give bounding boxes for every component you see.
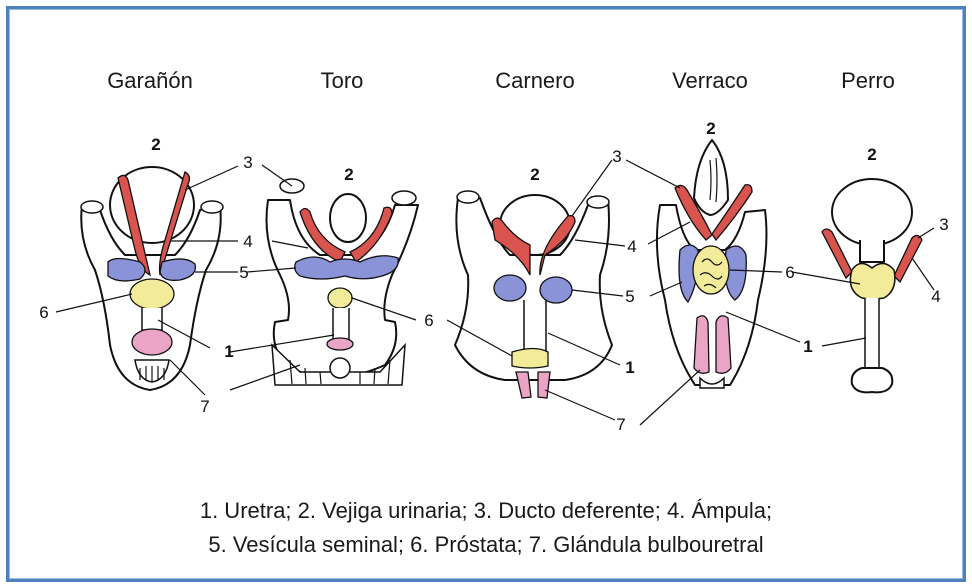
ram-right-vesicle <box>540 277 572 303</box>
bull-urethra <box>333 308 349 340</box>
stallion-label-2: 2 <box>151 135 160 154</box>
boar-label-1: 1 <box>803 337 812 356</box>
ram-label-1: 1 <box>625 358 634 377</box>
title-carnero: Carnero <box>495 68 574 93</box>
dog-label-4: 4 <box>931 287 940 306</box>
stallion-label-1: 1 <box>224 342 233 361</box>
dog-label-2: 2 <box>867 145 876 164</box>
title-perro: Perro <box>841 68 895 93</box>
ram-label-5: 5 <box>625 287 634 306</box>
stallion-label-3: 3 <box>243 153 252 172</box>
ram-label-3: 3 <box>612 147 621 166</box>
ram-label-4: 4 <box>627 237 636 256</box>
dog-bladder-neck <box>860 240 884 262</box>
bull-bladder <box>330 194 366 242</box>
stallion-label-4: 4 <box>243 232 252 251</box>
stallion-label-6: 6 <box>39 303 48 322</box>
boar-label-6: 6 <box>785 263 794 282</box>
ram-label-7: 7 <box>616 415 625 434</box>
ram-label-2: 2 <box>530 165 539 184</box>
bull-seminal-vesicles <box>295 256 399 279</box>
bull-bulb <box>330 358 350 378</box>
dog-urethra <box>865 298 879 368</box>
bull-bulbourethral <box>327 338 353 350</box>
ram-left-duct-end <box>457 191 479 203</box>
bull-label-2: 2 <box>344 165 353 184</box>
ram-diagram <box>455 191 612 398</box>
ram-left-vesicle <box>494 275 526 301</box>
stallion-left-vesicle <box>108 259 145 281</box>
dog-bladder <box>832 179 912 245</box>
bull-right-duct-end <box>392 191 416 205</box>
bull-label-6: 6 <box>424 311 433 330</box>
ram-right-duct-end <box>587 196 609 208</box>
stallion-diagram <box>81 167 223 390</box>
bull-diagram <box>267 179 419 385</box>
boar-diagram <box>657 140 767 388</box>
stallion-label-5: 5 <box>239 263 248 282</box>
title-garanon: Garañón <box>107 68 193 93</box>
title-verraco: Verraco <box>672 68 748 93</box>
bull-prostate <box>328 288 352 308</box>
stallion-bulbourethral <box>132 329 172 355</box>
ram-urethra <box>524 300 546 352</box>
boar-pelvic-outline <box>657 205 767 385</box>
caption-line-2: 5. Vesícula seminal; 6. Próstata; 7. Glá… <box>0 532 972 558</box>
stallion-left-duct-end <box>81 201 103 213</box>
boar-prostate <box>693 246 729 294</box>
stallion-right-duct-end <box>201 201 223 213</box>
caption-line-1: 1. Uretra; 2. Vejiga urinaria; 3. Ducto … <box>0 498 972 524</box>
ram-prostate <box>512 349 548 369</box>
stallion-urethra <box>142 308 162 330</box>
dog-bulb <box>852 368 893 392</box>
dog-prostate <box>850 263 895 299</box>
dog-diagram <box>822 179 922 392</box>
stallion-prostate <box>130 279 174 309</box>
dog-right-ductus <box>894 235 922 282</box>
dog-label-3: 3 <box>939 215 948 234</box>
boar-label-2: 2 <box>706 119 715 138</box>
stallion-label-7: 7 <box>200 397 209 416</box>
title-toro: Toro <box>321 68 364 93</box>
